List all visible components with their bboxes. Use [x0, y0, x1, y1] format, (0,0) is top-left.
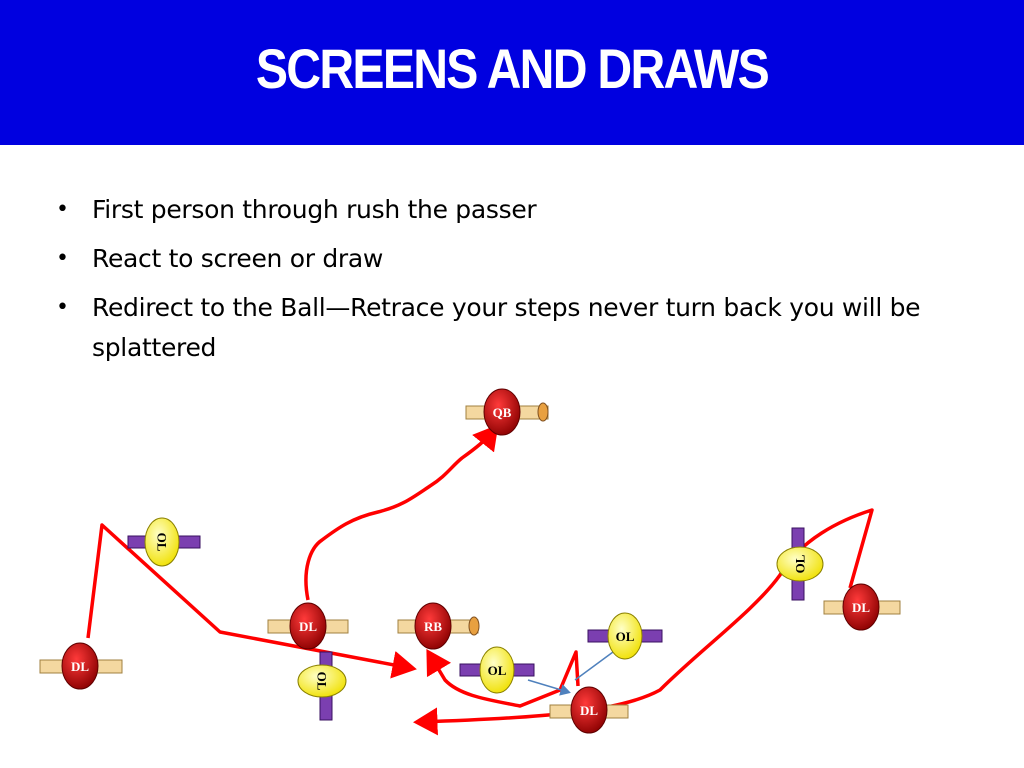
player-label: DL — [580, 703, 598, 718]
bullet-item: • Redirect to the Ball—Retrace your steps… — [56, 288, 956, 368]
player-dl-left: DL — [39, 642, 123, 690]
player-label: DL — [71, 659, 89, 674]
bullet-item: • First person through rush the passer — [56, 190, 956, 230]
player-label: DL — [299, 619, 317, 634]
player-label: OL — [488, 663, 507, 678]
bullet-text: Redirect to the Ball—Retrace your steps … — [92, 293, 921, 362]
slide-title: SCREENS AND DRAWS — [255, 37, 770, 100]
player-dl-center: DL — [267, 602, 349, 650]
bullet-dot-icon: • — [56, 246, 69, 271]
player-dl-middle: DL — [549, 686, 629, 734]
player-ol-center-right: OL — [587, 612, 663, 660]
player-label: RB — [424, 619, 442, 634]
player-dl-right: DL — [823, 583, 901, 631]
player-ol-right: OL — [776, 527, 824, 601]
player-ol-center-left: OL — [297, 651, 347, 721]
player-label: DL — [852, 600, 870, 615]
route-left-dl — [86, 523, 417, 679]
player-label: OL — [315, 672, 330, 691]
bullet-text: First person through rush the passer — [92, 195, 537, 224]
bullet-text: React to screen or draw — [92, 244, 384, 273]
player-label: OL — [155, 533, 170, 552]
route-center-dl-to-qb — [304, 424, 499, 601]
player-qb: QB — [465, 388, 549, 436]
player-label: OL — [616, 629, 635, 644]
bullet-dot-icon: • — [56, 197, 69, 222]
bullet-dot-icon: • — [56, 295, 69, 320]
route-middle-dl-to-rb — [426, 648, 580, 708]
player-ol-center: OL — [459, 646, 535, 694]
player-ol-left: OL — [127, 517, 201, 567]
assist-arrows — [527, 651, 614, 696]
player-rb: RB — [397, 602, 480, 650]
bullet-item: • React to screen or draw — [56, 239, 956, 279]
title-banner — [0, 0, 1024, 145]
player-label: OL — [793, 554, 808, 573]
player-label: QB — [493, 405, 512, 420]
bullet-list: • First person through rush the passer • R… — [56, 190, 956, 377]
